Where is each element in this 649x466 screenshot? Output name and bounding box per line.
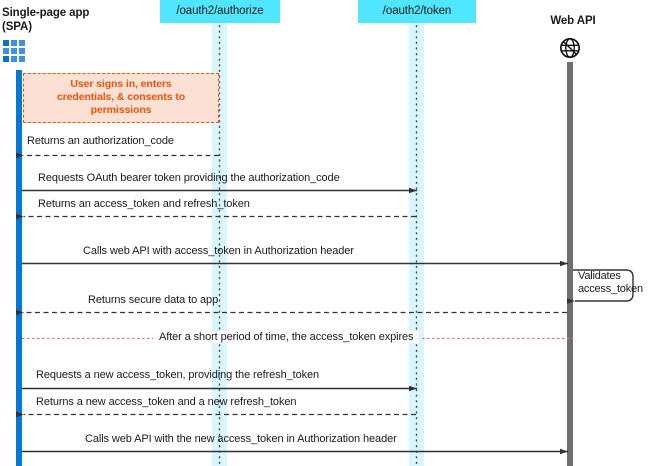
lane-header-token[interactable]: /oauth2/token [358, 0, 476, 23]
label-requests-bearer-token: Requests OAuth bearer token providing th… [38, 172, 340, 184]
note-line-1: User signs in, enters [70, 78, 172, 90]
label-calls-web-api: Calls web API with access_token in Autho… [83, 245, 354, 257]
participant-spa-line1: Single-page app [2, 7, 90, 19]
label-calls-web-api-new-token: Calls web API with the new access_token … [85, 433, 397, 445]
validates-line-2: access_token [578, 283, 643, 295]
arrow-validates-access-token [567, 269, 634, 304]
lane-header-authorize[interactable]: /oauth2/authorize [160, 0, 280, 23]
note-line-2: credentials, & consents to [56, 91, 186, 103]
participant-title-webapi: Web API [550, 15, 596, 27]
label-returns-secure-data: Returns secure data to app [88, 294, 219, 306]
lifeline-webapi [567, 62, 573, 466]
note-user-signin: User signs in, enters credentials, & con… [23, 73, 219, 123]
label-token-expires-divider: After a short period of time, the access… [153, 331, 420, 343]
participant-title-spa: Single-page app (SPA) [2, 6, 89, 34]
label-returns-new-access-token: Returns a new access_token and a new ref… [36, 396, 297, 408]
label-validates-access-token: Validates access_token [578, 270, 643, 296]
label-returns-authorization-code: Returns an authorization_code [27, 135, 174, 147]
lifeline-spa [16, 70, 22, 466]
globe-icon [560, 38, 580, 58]
label-returns-access-refresh-token: Returns an access_token and refresh_toke… [38, 198, 250, 210]
participant-spa-line2: (SPA) [2, 21, 32, 33]
validates-line-1: Validates [578, 270, 621, 282]
app-grid-icon [3, 40, 27, 64]
note-line-3: permissions [90, 104, 152, 116]
label-requests-new-access-token: Requests a new access_token, providing t… [36, 369, 320, 381]
